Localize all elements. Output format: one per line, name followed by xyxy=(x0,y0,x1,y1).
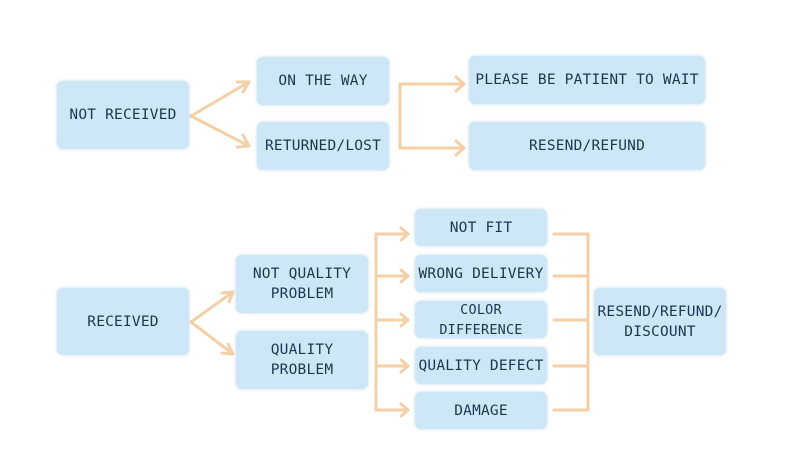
node-quality-defect: QUALITY DEFECT xyxy=(415,347,547,384)
node-received: RECEIVED xyxy=(57,288,189,355)
node-color-difference: COLOR DIFFERENCE xyxy=(415,301,547,338)
arrow-not-received-to-on-the-way xyxy=(189,80,251,118)
arrow-received-to-quality xyxy=(189,320,235,356)
node-damage: DAMAGE xyxy=(415,392,547,429)
arrow-head xyxy=(399,358,410,374)
arrow-head xyxy=(235,80,251,94)
arrow-not-received-to-returned-lost xyxy=(189,114,251,148)
arrow-received-to-not-quality xyxy=(189,290,235,324)
arrow-head xyxy=(454,75,466,93)
arrow-head xyxy=(399,312,410,328)
arrow-head xyxy=(399,402,410,418)
node-wrong-delivery: WRONG DELIVERY xyxy=(415,255,547,292)
arrow-head xyxy=(235,133,251,149)
arrow-head xyxy=(454,139,466,157)
node-resend-refund: RESEND/REFUND xyxy=(469,122,705,170)
node-on-the-way: ON THE WAY xyxy=(257,57,389,105)
node-not-fit: NOT FIT xyxy=(415,209,547,246)
arrow-head xyxy=(220,342,235,356)
node-not-received: NOT RECEIVED xyxy=(57,81,189,149)
node-please-wait: PLEASE BE PATIENT TO WAIT xyxy=(469,56,705,104)
arrow-head xyxy=(399,268,410,284)
arrow-head xyxy=(399,226,410,242)
node-returned-lost: RETURNED/LOST xyxy=(257,122,389,170)
node-not-quality-problem: NOT QUALITY PROBLEM xyxy=(236,255,368,313)
node-resend-refund-discount: RESEND/REFUND/ DISCOUNT xyxy=(594,288,726,355)
node-quality-problem: QUALITY PROBLEM xyxy=(236,331,368,389)
arrow-head xyxy=(220,290,235,304)
